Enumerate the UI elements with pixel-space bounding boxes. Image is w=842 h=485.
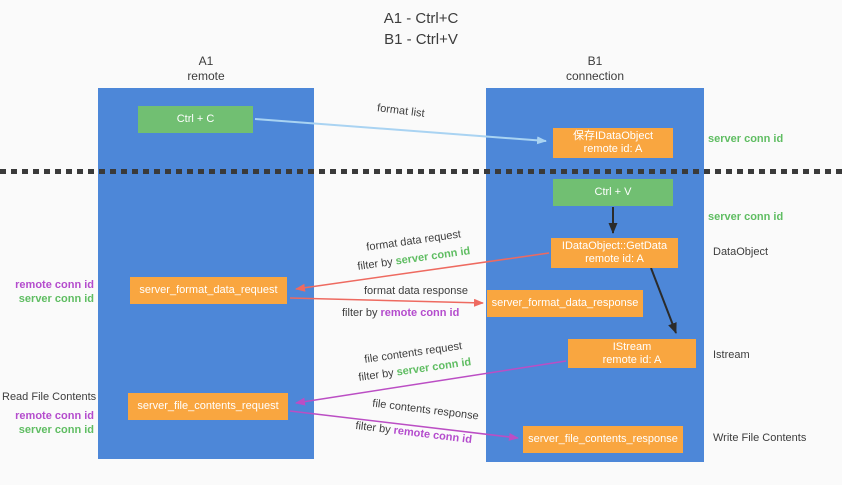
istream-side-label: Istream — [713, 349, 750, 361]
filter-by-text: filter by — [342, 307, 378, 319]
lane-a1-name: A1 — [198, 54, 214, 68]
server-conn-id-right-top: server conn id — [708, 133, 784, 145]
server-file-contents-response-node: server_file_contents_response — [523, 426, 683, 453]
filter-by-text: filter by — [356, 256, 394, 273]
lane-b1-name: B1 — [587, 54, 603, 68]
ctrl-c-label: Ctrl + C — [176, 113, 215, 125]
istream-node: IStream remote id: A — [568, 339, 696, 368]
istream-line1: IStream — [612, 340, 652, 353]
remote-conn-id-text: remote conn id — [392, 424, 473, 447]
ctrl-v-label: Ctrl + V — [594, 186, 632, 198]
lane-header-a1: A1 remote — [98, 54, 314, 84]
server-format-data-response-node: server_format_data_response — [487, 290, 643, 317]
idataobject-getdata-node: IDataObject::GetData remote id: A — [551, 238, 678, 268]
getdata-line2: remote id: A — [585, 253, 644, 265]
server-format-data-request-node: server_format_data_request — [130, 277, 287, 304]
title-line-a1: A1 - Ctrl+C — [383, 10, 459, 27]
write-file-contents-label: Write File Contents — [713, 432, 807, 444]
filter-by-text: filter by — [357, 367, 395, 384]
lane-b1-role: connection — [565, 69, 625, 83]
diagram-title: A1 - Ctrl+C B1 - Ctrl+V — [0, 8, 842, 50]
remote-conn-id-left-bottom: remote conn id — [15, 410, 94, 422]
remote-conn-id-left-top: remote conn id — [15, 279, 94, 291]
getdata-line1: IDataObject::GetData — [561, 240, 668, 252]
ctrl-c-node: Ctrl + C — [138, 106, 253, 133]
server-file-contents-response-label: server_file_contents_response — [528, 433, 678, 445]
title-line-b1: B1 - Ctrl+V — [384, 31, 458, 48]
istream-line2: remote id: A — [602, 353, 662, 366]
save-idataobject-line2: remote id: A — [583, 143, 643, 155]
read-file-contents-label: Read File Contents — [2, 391, 97, 403]
server-conn-id-text: server conn id — [394, 245, 471, 268]
format-data-response-label: format data response — [364, 285, 468, 297]
lane-header-b1: B1 connection — [486, 54, 704, 84]
dataobject-label: DataObject — [713, 246, 769, 258]
filter-by-text: filter by — [354, 419, 392, 437]
remote-conn-id-text: remote conn id — [380, 307, 460, 319]
server-format-data-response-label: server_format_data_response — [491, 297, 639, 309]
format-list-label: format list — [376, 102, 426, 120]
file-contents-response-label: file contents response — [371, 397, 480, 423]
ctrl-v-node: Ctrl + V — [553, 179, 673, 206]
session-divider-dotted-line — [0, 169, 842, 174]
format-data-response-arrow — [289, 297, 484, 307]
server-file-contents-request-node: server_file_contents_request — [128, 393, 288, 420]
server-conn-id-right-mid: server conn id — [708, 211, 784, 223]
lane-a1-role: remote — [187, 69, 225, 83]
save-idataobject-line1: 保存IDataObject — [572, 130, 654, 142]
server-conn-id-left-top: server conn id — [18, 293, 94, 305]
server-file-contents-request-label: server_file_contents_request — [137, 400, 279, 412]
save-idataobject-node: 保存IDataObject remote id: A — [553, 128, 673, 158]
server-conn-id-left-bottom: server conn id — [18, 424, 94, 436]
server-format-data-request-label: server_format_data_request — [139, 284, 278, 296]
